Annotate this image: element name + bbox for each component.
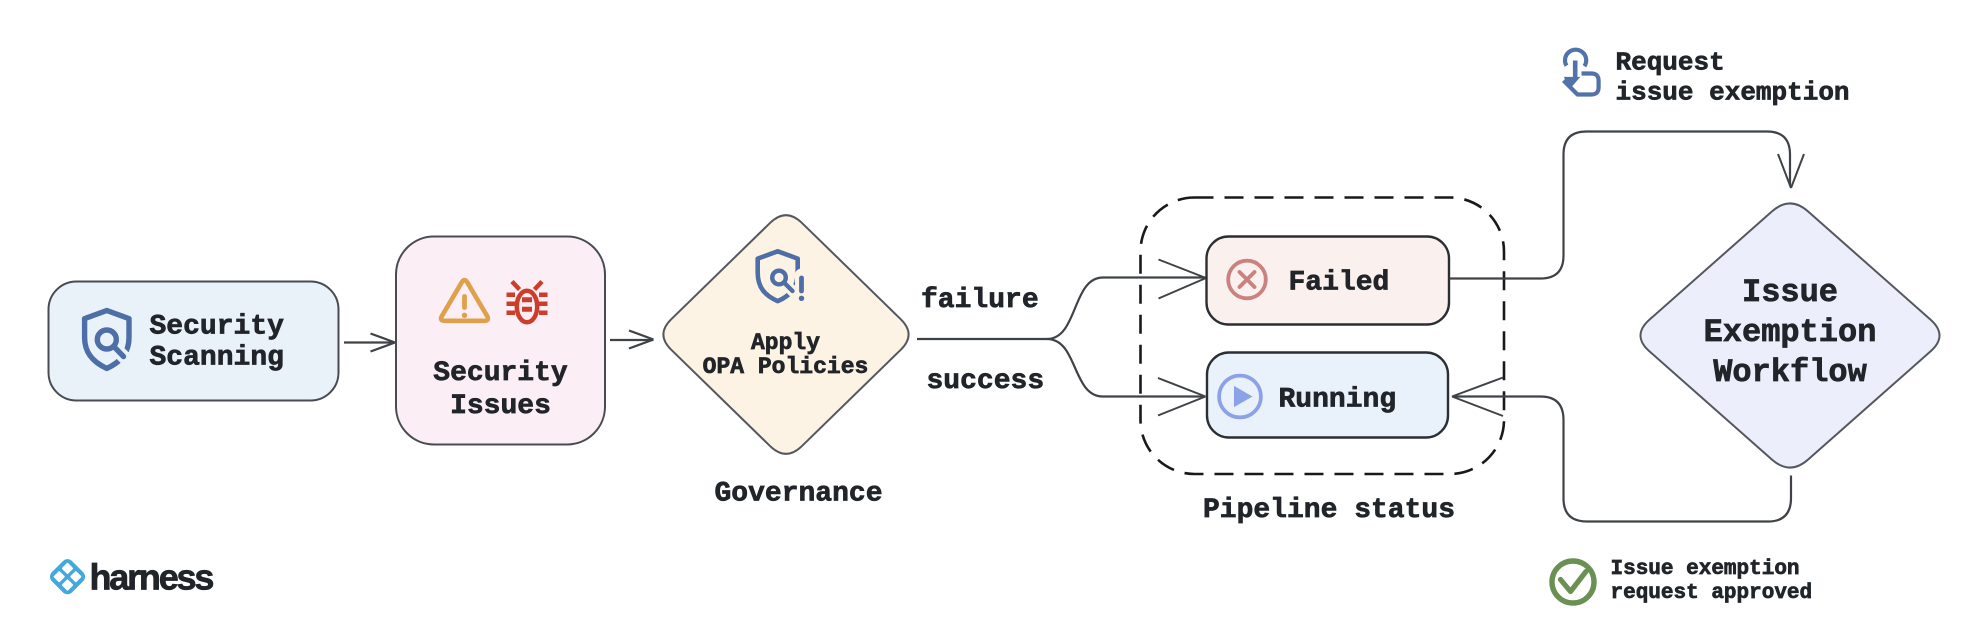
svg-text:Apply: Apply	[751, 330, 820, 356]
svg-text:Failed: Failed	[1289, 268, 1390, 299]
svg-text:Scanning: Scanning	[150, 343, 284, 374]
svg-text:success: success	[927, 366, 1045, 397]
svg-text:Request: Request	[1616, 48, 1725, 78]
svg-text:Issue exemption: Issue exemption	[1611, 558, 1800, 581]
svg-text:Issue: Issue	[1742, 274, 1838, 311]
svg-text:Pipeline status: Pipeline status	[1203, 495, 1455, 526]
svg-text:Workflow: Workflow	[1713, 354, 1867, 391]
svg-text:Security: Security	[433, 358, 568, 389]
svg-text:request approved: request approved	[1611, 582, 1813, 605]
svg-text:Security: Security	[150, 312, 285, 343]
svg-text:harness: harness	[90, 557, 214, 598]
svg-text:failure: failure	[921, 285, 1039, 316]
svg-text:issue exemption: issue exemption	[1616, 78, 1850, 108]
svg-text:Governance: Governance	[714, 479, 882, 510]
svg-text:OPA Policies: OPA Policies	[703, 354, 869, 380]
svg-text:Exemption: Exemption	[1704, 314, 1877, 351]
svg-text:Issues: Issues	[450, 391, 551, 422]
svg-text:Running: Running	[1279, 385, 1397, 416]
